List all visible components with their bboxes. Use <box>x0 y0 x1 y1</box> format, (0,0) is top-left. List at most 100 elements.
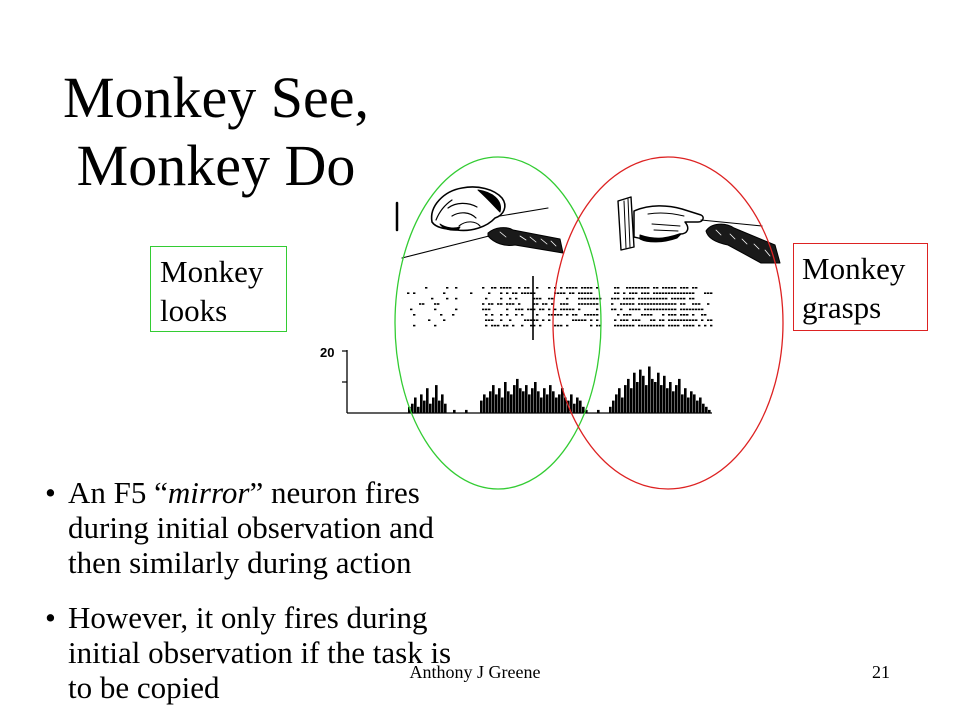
raster-spike <box>548 319 551 321</box>
raster-spike <box>677 324 680 327</box>
histogram-bar <box>660 385 663 413</box>
raster-spike <box>545 303 548 305</box>
raster-spike <box>548 287 551 289</box>
raster-spike <box>629 308 632 311</box>
raster-spike <box>665 297 668 300</box>
raster-spike <box>506 292 509 294</box>
raster-spike <box>662 308 665 311</box>
raster-spike <box>554 324 557 327</box>
raster-spike <box>647 297 650 300</box>
histogram-bars <box>408 366 711 413</box>
raster-spike <box>695 303 698 305</box>
raster-spike <box>557 292 560 294</box>
raster-spike <box>482 303 485 305</box>
bullet-line: An F5 “mirror” neuron fires <box>68 475 434 510</box>
bullet-text-segment: An F5 “ <box>68 475 168 510</box>
raster-spike <box>572 319 575 321</box>
histogram-bar <box>687 397 690 413</box>
raster-spike <box>626 303 629 305</box>
raster-spike <box>590 292 593 294</box>
raster-spike <box>677 292 680 294</box>
raster-spike <box>629 292 632 294</box>
raster-spike <box>557 314 560 316</box>
raster-spike <box>428 319 431 321</box>
raster-spike <box>584 319 587 321</box>
raster-spike <box>638 297 641 300</box>
histogram-bar <box>417 406 420 413</box>
bullet-text: However, it only fires during initial ob… <box>68 600 451 705</box>
raster-spike <box>650 303 653 305</box>
raster-spike <box>641 324 644 327</box>
raster-spike <box>530 324 533 327</box>
raster-spike <box>587 303 590 305</box>
raster-spike <box>542 308 545 311</box>
raster-spike <box>452 314 455 316</box>
raster-spike <box>551 303 554 305</box>
raster-spike <box>500 319 503 321</box>
raster-spike <box>575 319 578 321</box>
raster-spike <box>488 303 491 305</box>
raster-spike <box>674 324 677 327</box>
raster-spike <box>434 308 437 311</box>
raster-spike <box>599 324 602 327</box>
raster-spike <box>521 314 524 316</box>
histogram-bar <box>558 394 561 413</box>
raster-spike <box>587 292 590 294</box>
raster-spike <box>620 324 623 327</box>
raster-spike <box>695 287 698 289</box>
raster-spike <box>659 319 662 321</box>
title-line-1: Monkey See, <box>62 65 370 130</box>
histogram-bar <box>435 385 438 413</box>
raster-spike <box>662 324 665 327</box>
raster-spike <box>707 292 710 294</box>
monkey-grasps-label: Monkey grasps <box>793 243 928 331</box>
histogram-bar <box>426 388 429 413</box>
raster-spike <box>629 324 632 327</box>
raster-spike <box>488 292 491 294</box>
raster-spike <box>656 308 659 311</box>
raster-spike <box>638 287 641 289</box>
raster-spike <box>668 287 671 289</box>
bullet-line: initial observation if the task is <box>68 635 452 670</box>
histogram-bar <box>630 388 633 413</box>
bullet-glyph: • <box>45 600 56 635</box>
histogram-bar <box>498 388 501 413</box>
raster-spike <box>659 324 662 327</box>
raster-spike <box>455 287 458 289</box>
raster-spike <box>566 308 569 311</box>
histogram-bar <box>669 382 672 413</box>
raster-spike <box>662 314 665 316</box>
raster-spike <box>518 287 521 289</box>
raster-spike <box>620 319 623 321</box>
raster-spike <box>590 319 593 321</box>
raster-spike <box>569 308 572 311</box>
raster-spike <box>644 314 647 316</box>
raster-spike <box>413 314 416 316</box>
raster-spike <box>539 324 542 327</box>
raster-spike <box>701 319 704 321</box>
monkey-looks-label: Monkey looks <box>150 246 287 332</box>
raster-spike <box>509 287 512 289</box>
raster-spike <box>485 319 488 321</box>
raster-spike <box>596 308 599 311</box>
histogram-bar <box>411 403 414 413</box>
raster-spike <box>539 308 542 311</box>
histogram-bar <box>576 397 579 413</box>
raster-spike <box>710 292 713 294</box>
observation-ellipse <box>394 156 602 490</box>
raster-spike <box>527 319 530 321</box>
histogram-bar <box>480 400 483 413</box>
raster-spike <box>536 287 539 289</box>
raster-spike <box>653 308 656 311</box>
raster-spike <box>455 308 458 311</box>
raster-spike <box>626 324 629 327</box>
raster-spike <box>680 303 683 305</box>
raster-spike <box>674 287 677 289</box>
raster-spike <box>674 297 677 300</box>
raster-spike <box>527 287 530 289</box>
histogram-bar <box>546 394 549 413</box>
histogram-bar <box>432 397 435 413</box>
histogram-bar <box>651 378 654 413</box>
raster-spike <box>521 292 524 294</box>
raster-spike <box>470 292 473 294</box>
